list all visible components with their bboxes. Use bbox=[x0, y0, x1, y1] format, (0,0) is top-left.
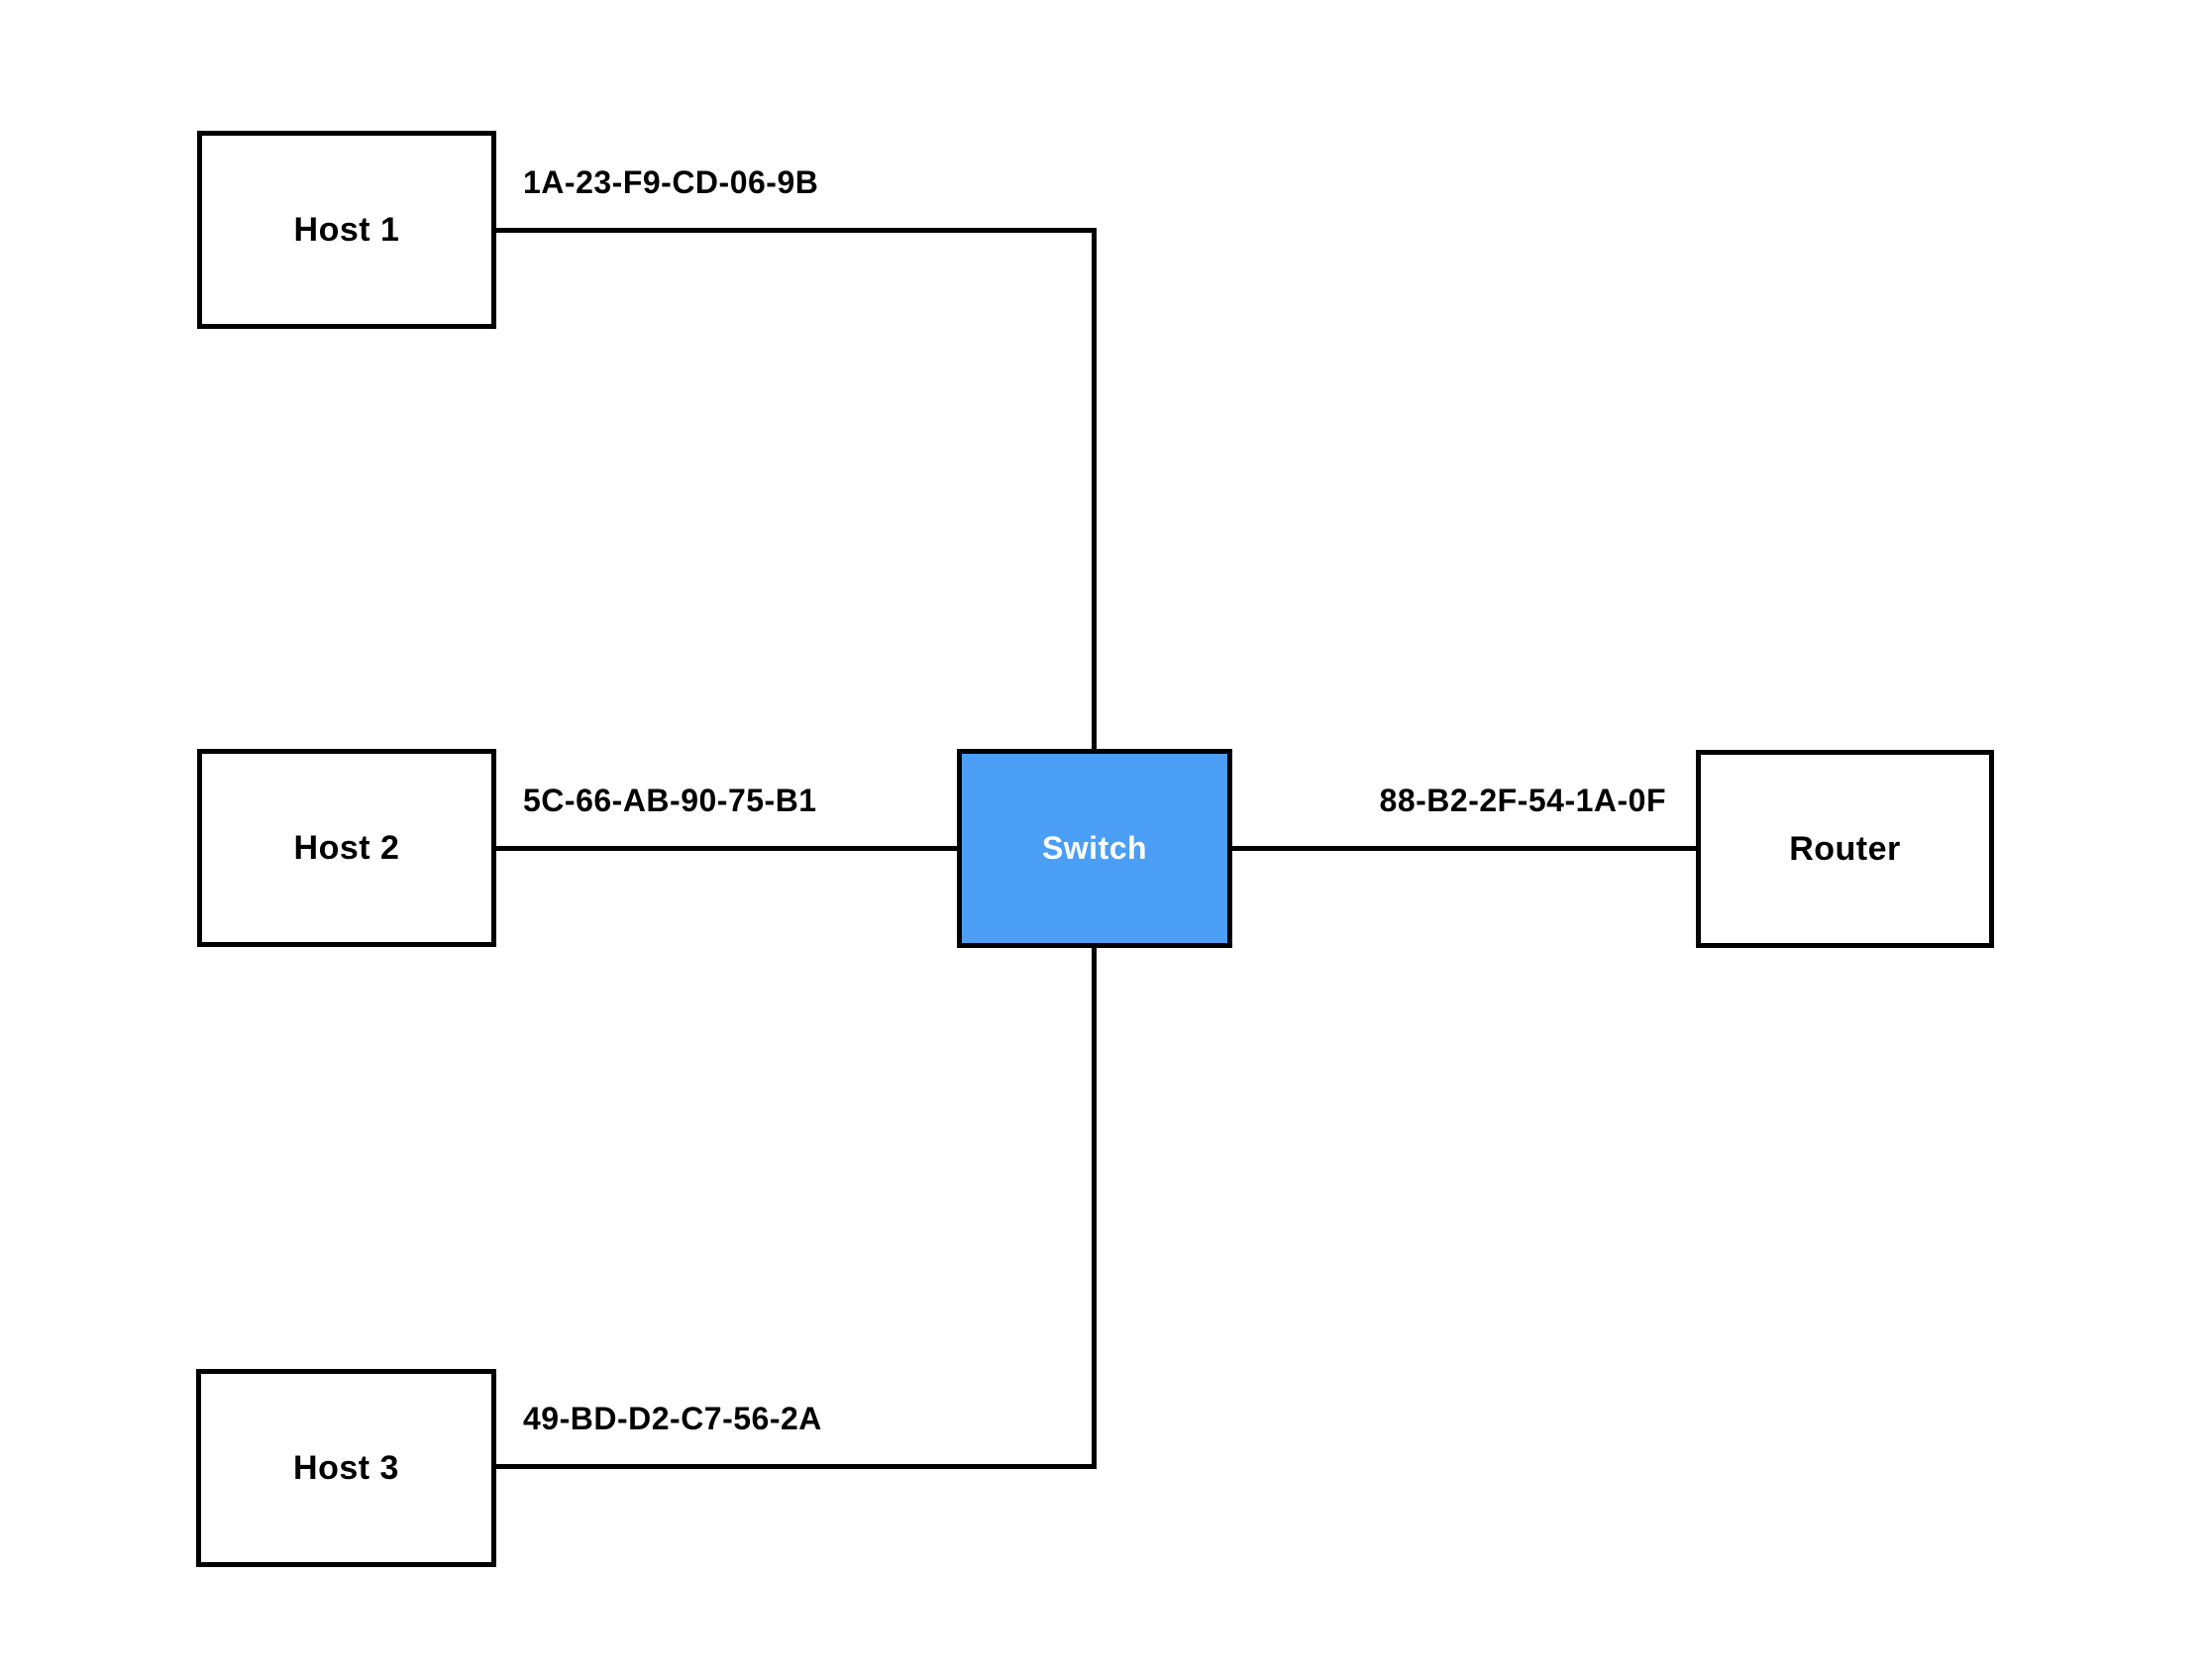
edge-switch-router bbox=[1232, 846, 1696, 851]
mac-label-host2-link: 5C-66-AB-90-75-B1 bbox=[523, 783, 817, 818]
edge-host3-switch-horizontal bbox=[496, 1464, 1097, 1469]
edge-host3-switch-vertical bbox=[1092, 947, 1097, 1469]
node-router: Router bbox=[1696, 750, 1994, 948]
node-switch: Switch bbox=[957, 749, 1232, 948]
edge-host2-switch bbox=[496, 846, 957, 851]
node-host-2: Host 2 bbox=[197, 749, 496, 947]
edge-host1-switch-vertical bbox=[1092, 228, 1097, 749]
node-host-3: Host 3 bbox=[196, 1369, 496, 1567]
node-router-label: Router bbox=[1789, 829, 1901, 868]
node-host-1: Host 1 bbox=[197, 131, 496, 329]
mac-label-host1-link: 1A-23-F9-CD-06-9B bbox=[523, 164, 819, 200]
mac-label-router-link: 88-B2-2F-54-1A-0F bbox=[1379, 783, 1666, 818]
node-host-1-label: Host 1 bbox=[293, 210, 400, 249]
node-host-3-label: Host 3 bbox=[293, 1448, 399, 1487]
node-host-2-label: Host 2 bbox=[293, 828, 400, 867]
mac-label-host3-link: 49-BD-D2-C7-56-2A bbox=[523, 1401, 822, 1436]
node-switch-label: Switch bbox=[1041, 830, 1148, 866]
edge-host1-switch-horizontal bbox=[496, 228, 1097, 233]
